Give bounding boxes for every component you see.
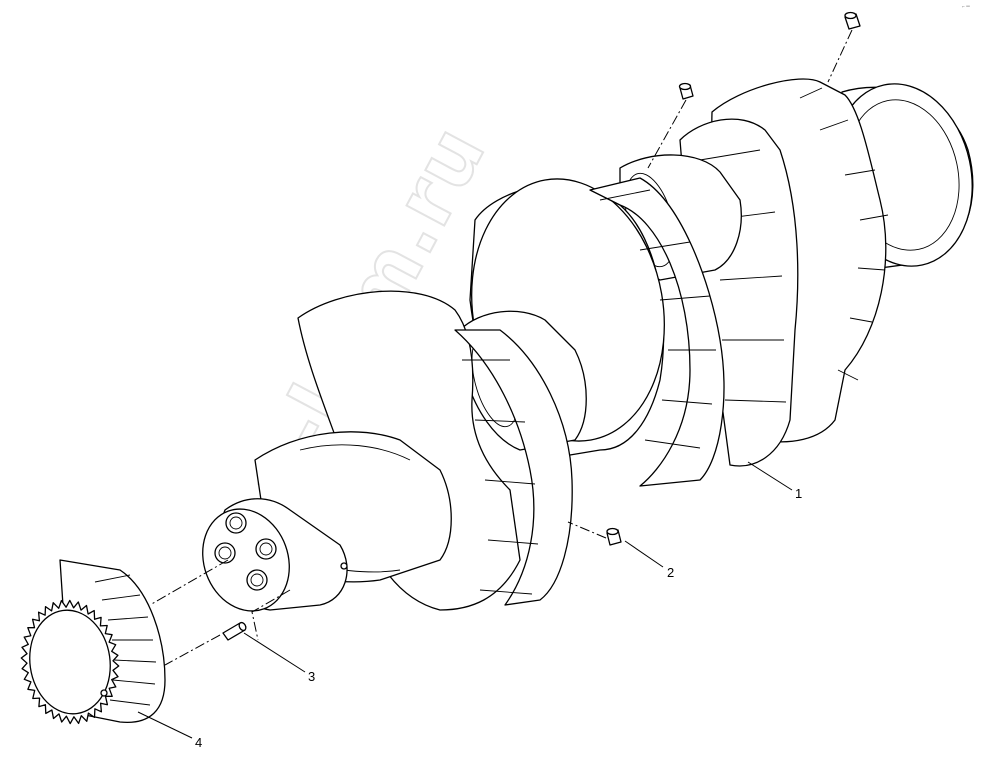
dowel-pin bbox=[222, 621, 247, 641]
corner-mark: ⌐ ═ bbox=[962, 4, 970, 10]
callout-1: 1 bbox=[795, 486, 802, 501]
dowel-sleeve-lower bbox=[606, 527, 622, 546]
leader-lines bbox=[137, 461, 793, 739]
crankshaft bbox=[202, 78, 974, 612]
callout-3: 3 bbox=[308, 669, 315, 684]
crankshaft-gear bbox=[20, 559, 166, 725]
dowel-sleeves bbox=[606, 11, 861, 546]
assembly-lines bbox=[149, 29, 853, 666]
callout-4: 4 bbox=[195, 735, 202, 750]
callout-2: 2 bbox=[667, 565, 674, 580]
dowel-sleeve-top bbox=[844, 11, 861, 30]
dowel-sleeve-upper bbox=[678, 82, 694, 100]
